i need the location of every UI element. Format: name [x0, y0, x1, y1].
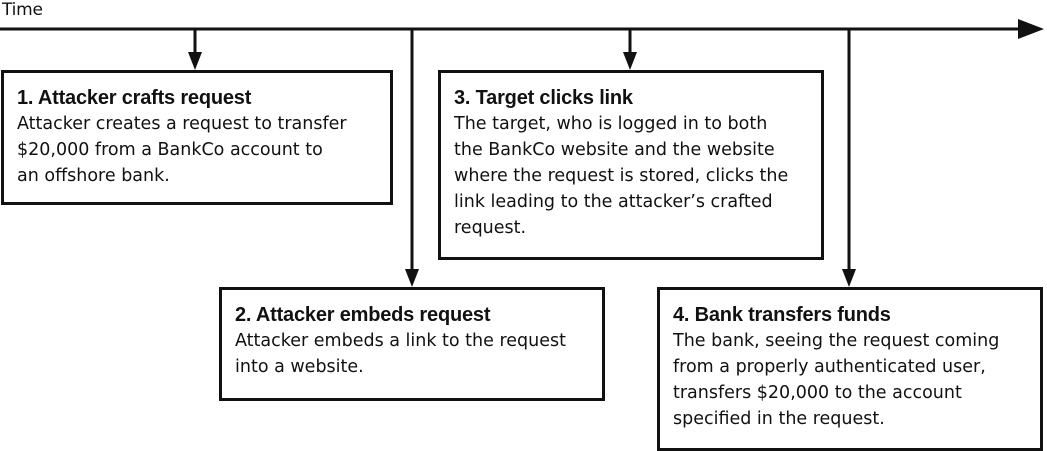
step-2-line: Attacker embeds a link to the request — [235, 331, 566, 351]
connector-arrowhead-2 — [405, 269, 419, 287]
step-3-description: The target, who is logged in to both the… — [454, 111, 821, 241]
step-4-title: 4. Bank transfers funds — [673, 304, 891, 326]
step-4-line: transfers $20,000 to the account — [673, 383, 962, 403]
step-2-line: into a website. — [235, 357, 364, 377]
step-1-line: $20,000 from a BankCo account to — [17, 140, 323, 160]
time-axis-label: Time — [2, 0, 43, 20]
step-3-line: The target, who is logged in to both — [454, 114, 768, 134]
connector-arrowhead-4 — [842, 269, 856, 287]
step-3-box: 3. Target clicks link The target, who is… — [438, 70, 824, 260]
step-2-title: 2. Attacker embeds request — [235, 304, 491, 326]
step-4-line: from a properly authenticated user, — [673, 357, 986, 377]
connector-arrowhead-3 — [623, 52, 637, 70]
step-4-box: 4. Bank transfers funds The bank, seeing… — [657, 287, 1043, 451]
step-1-line: Attacker creates a request to transfer — [17, 114, 347, 134]
step-4-line: The bank, seeing the request coming — [673, 331, 1000, 351]
step-4-line: specified in the request. — [673, 409, 885, 429]
time-axis-arrowhead — [1018, 19, 1044, 39]
step-2-description: Attacker embeds a link to the request in… — [235, 328, 602, 380]
step-4-description: The bank, seeing the request coming from… — [673, 328, 1040, 432]
step-3-line: request. — [454, 218, 527, 238]
step-2-box: 2. Attacker embeds request Attacker embe… — [219, 287, 605, 401]
step-3-line: the BankCo website and the website — [454, 140, 775, 160]
step-1-title: 1. Attacker crafts request — [17, 87, 252, 109]
step-1-box: 1. Attacker crafts request Attacker crea… — [1, 70, 393, 205]
step-3-title: 3. Target clicks link — [454, 87, 633, 109]
step-3-line: link leading to the attacker’s crafted — [454, 192, 773, 212]
connector-arrowhead-1 — [188, 52, 202, 70]
step-1-description: Attacker creates a request to transfer $… — [17, 111, 390, 189]
step-1-line: an offshore bank. — [17, 166, 170, 186]
step-3-line: where the request is stored, clicks the — [454, 166, 789, 186]
